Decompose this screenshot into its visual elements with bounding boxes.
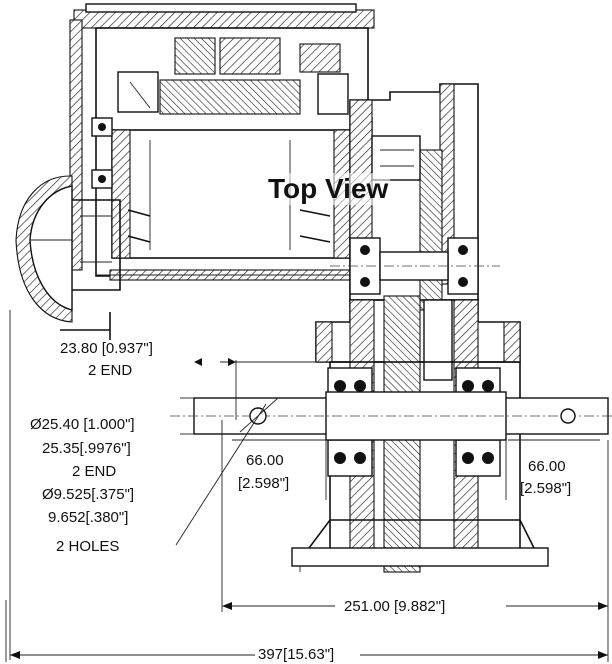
stator-windings: [117, 37, 349, 115]
hole-diameter-max: 9.652[.380"]: [48, 509, 129, 526]
mounting-base: [291, 519, 549, 572]
shaft-span-dimension: 251.00 [9.882"]: [344, 598, 446, 615]
shaft-diameter-max: Ø25.40 [1.000"]: [30, 416, 135, 433]
left-shaft-length-in: [2.598"]: [238, 475, 290, 492]
output-shaft: [170, 391, 612, 441]
holes-note: 2 HOLES: [56, 538, 120, 555]
shaft-diameter-min: 25.35[.9976"]: [42, 440, 131, 457]
hole-diameter-min: Ø9.525[.375"]: [42, 486, 135, 503]
left-shaft-length-mm: 66.00: [246, 452, 284, 469]
fan-cover: [15, 175, 121, 340]
view-title: Top View: [266, 173, 391, 205]
right-shaft-length-in: [2.598"]: [520, 480, 572, 497]
input-pinion-bearings: [330, 237, 500, 295]
end-offset-note: 2 END: [88, 362, 133, 379]
overall-length-dimension: 397[15.63"]: [258, 646, 335, 663]
shaft-diameter-note: 2 END: [72, 463, 117, 480]
dimension-lines: [5, 310, 609, 662]
right-shaft-length-mm: 66.00: [528, 458, 566, 475]
output-bearings: [327, 367, 501, 477]
end-offset-value: 23.80 [0.937"]: [60, 340, 153, 357]
